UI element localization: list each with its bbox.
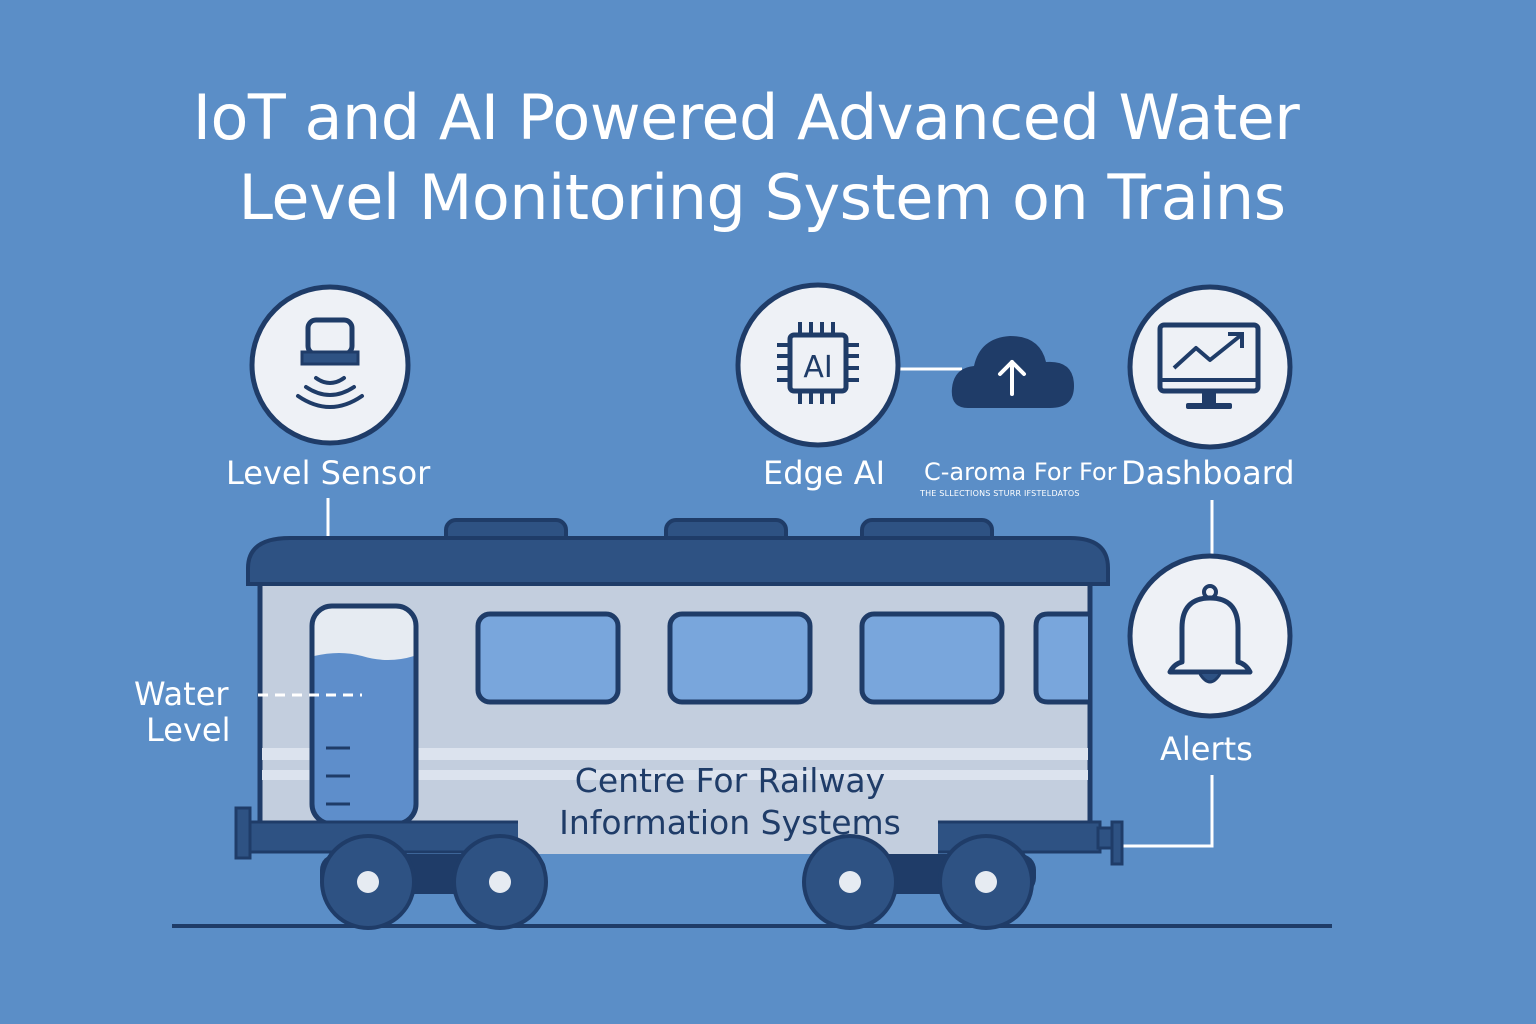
water-tank — [309, 603, 419, 827]
edge-ai-node: AI — [735, 282, 901, 448]
train-car — [234, 518, 1124, 930]
edge-ai-label: Edge AI — [763, 454, 886, 492]
dashboard-circle — [1127, 284, 1293, 450]
cloud-sublabel: THE SLLECTIONS STURR IFSTELDATOS — [920, 489, 1080, 498]
alerts-node — [1127, 553, 1293, 719]
level-sensor-node — [249, 284, 411, 446]
water-level-label-line-1: Water — [133, 675, 229, 713]
ai-chip-icon: AI — [777, 322, 859, 404]
train-window — [667, 611, 813, 705]
alerts-train-connector-line — [1112, 775, 1214, 848]
wheels — [320, 834, 1034, 930]
cloud-upload-icon — [951, 336, 1074, 408]
body-stripe — [262, 748, 1088, 760]
title-line-2: Level Monitoring System on Trains — [238, 161, 1286, 234]
sensor-icon — [296, 317, 364, 409]
right-coupler — [1110, 820, 1124, 866]
train-text-line-1: Centre For Railway — [574, 761, 886, 800]
dashboard-label: Dashboard — [1121, 454, 1295, 492]
level-sensor-label: Level Sensor — [226, 454, 431, 492]
body-stripe — [262, 770, 1088, 780]
dashboard-node — [1127, 284, 1293, 450]
train-roof — [246, 536, 1110, 586]
alerts-label: Alerts — [1160, 730, 1253, 768]
tank-water — [314, 653, 414, 822]
alerts-circle — [1127, 553, 1293, 719]
monitor-chart-icon — [1157, 322, 1261, 409]
wheel-hub — [489, 871, 511, 893]
train-window — [859, 611, 1005, 705]
wheel-hub — [357, 871, 379, 893]
edge-ai-circle — [735, 282, 901, 448]
page-title: IoT and AI Powered Advanced Water Level … — [0, 78, 1496, 238]
train-window-partial — [1033, 611, 1088, 705]
wheel-hub — [839, 871, 861, 893]
water-level-label: Water Level — [132, 675, 231, 749]
cloud-label: C-aroma For For — [924, 458, 1117, 486]
water-level-label-line-2: Level — [146, 711, 231, 749]
train-text-line-2: Information Systems — [559, 803, 901, 842]
title-line-1: IoT and AI Powered Advanced Water — [192, 81, 1300, 154]
wheel-hub — [975, 871, 997, 893]
left-coupler — [234, 806, 252, 860]
bell-icon — [1167, 584, 1253, 684]
chip-text: AI — [803, 350, 832, 385]
train-window — [475, 611, 621, 705]
train-nameplate: Centre For Railway Information Systems — [520, 760, 940, 844]
tank-level-ticks — [326, 746, 350, 806]
